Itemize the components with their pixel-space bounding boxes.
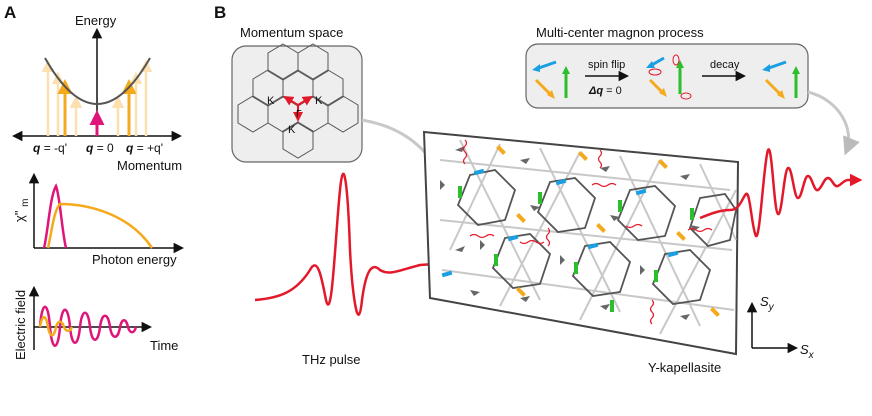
- momentum-space-title: Momentum space: [240, 25, 343, 40]
- flipped-spins: [646, 54, 692, 100]
- final-spins: [762, 60, 800, 99]
- chi-continuum-curve: [46, 202, 154, 249]
- gamma-point-label: Γ: [296, 109, 302, 120]
- process-connector-arrow: [807, 90, 860, 156]
- field-q-zero-trace: [38, 305, 138, 347]
- panel-b-label: B: [214, 3, 226, 22]
- spin-arrows-gray: [440, 146, 700, 320]
- q-minus-label: q = -q': [33, 141, 67, 155]
- momentum-space-inset: Momentum space K K K Γ: [231, 25, 363, 163]
- field-axis-label: Electric field: [13, 290, 28, 360]
- field-plot: Electric field Time: [13, 285, 178, 360]
- initial-spins: [532, 60, 570, 99]
- lattice-plane-border: [422, 130, 740, 356]
- q-zero-label: q = 0: [86, 141, 114, 155]
- kagome-lattice-plane: [422, 130, 740, 356]
- delta-q-label: Δq = 0: [588, 85, 622, 97]
- panel-a-label: A: [4, 3, 16, 22]
- brillouin-zone-lattice: [237, 43, 359, 159]
- k-vectors: [283, 95, 313, 122]
- magnon-process-box: [525, 43, 809, 109]
- decay-label: decay: [710, 59, 740, 71]
- k-point-label: K: [315, 95, 323, 107]
- spin-arrows-green: [458, 186, 694, 312]
- sy-axis-label: Sy: [760, 294, 775, 313]
- thz-pulse-trace: [254, 172, 465, 316]
- field-continuum-trace: [38, 316, 74, 337]
- dispersion-plot: Energy q = -q' q = 0 q = +q': [11, 13, 183, 173]
- spin-arrows-blue: [441, 168, 679, 278]
- spin-arrows-orange: [496, 145, 720, 317]
- energy-axis-label: Energy: [75, 13, 117, 28]
- sx-axis-label: Sx: [800, 342, 815, 361]
- momentum-axis-label: Momentum: [117, 158, 182, 173]
- magnon-interaction-lines: [462, 139, 713, 325]
- magnon-process-title: Multi-center magnon process: [536, 25, 704, 40]
- kagome-bonds-dark: [456, 169, 737, 305]
- spin-axes: Sy Sx: [746, 294, 815, 361]
- time-axis-label: Time: [150, 338, 178, 353]
- chi-q-zero-curve: [42, 183, 68, 249]
- k-point-label: K: [288, 124, 296, 136]
- emitted-wave-trace: [699, 148, 863, 238]
- thz-pulse-label: THz pulse: [302, 352, 361, 367]
- photon-energy-axis-label: Photon energy: [92, 252, 177, 267]
- k-point-label: K: [267, 95, 275, 107]
- q-plus-label: q = +q': [126, 141, 163, 155]
- magnon-process-inset: Multi-center magnon process spin flip Δq…: [525, 25, 809, 109]
- dispersion-curve: [44, 57, 151, 105]
- lattice-label: Y-kapellasite: [648, 360, 721, 375]
- spin-flip-label: spin flip: [588, 59, 625, 71]
- chi-axis-label: χ" m: [12, 199, 31, 222]
- susceptibility-plot: χ" m Photon energy: [12, 172, 185, 267]
